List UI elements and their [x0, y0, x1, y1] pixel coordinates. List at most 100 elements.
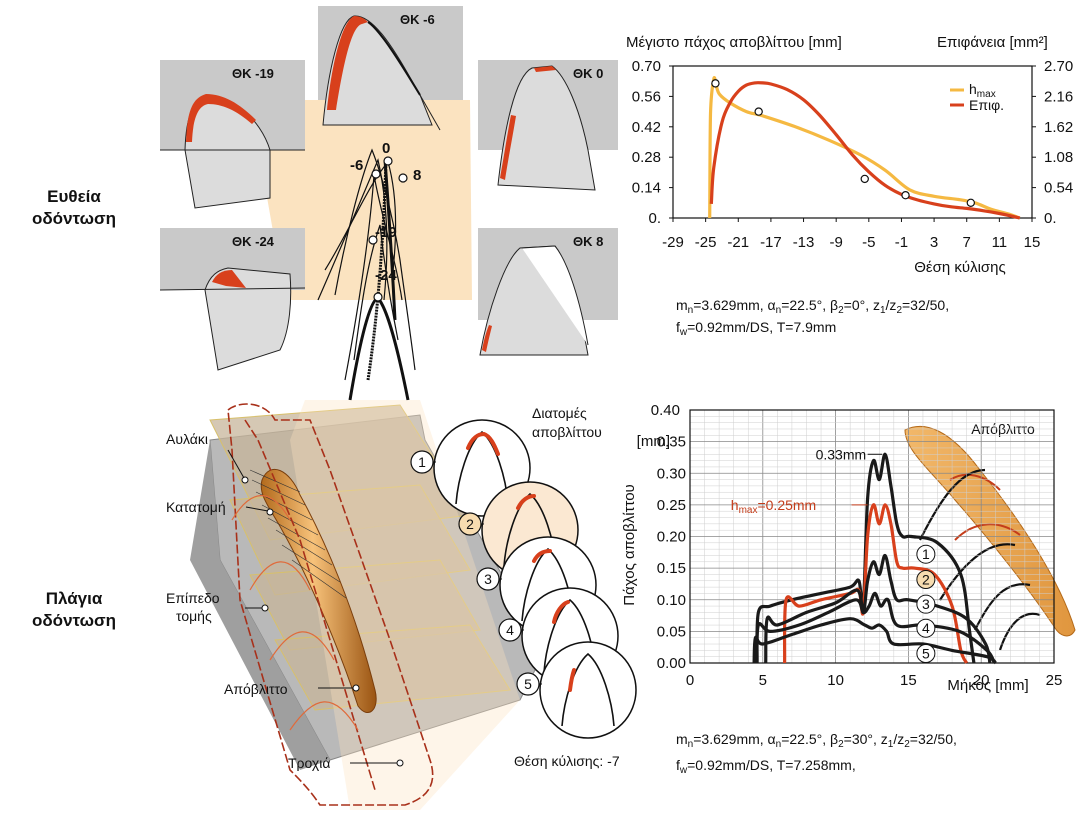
panel-tk-minus19: ΘΚ -19 [160, 60, 305, 209]
center-label-minus19: -19 [375, 224, 397, 241]
helical-3d-schematic: Αυλάκι Κατατομή Επίπεδο τομής Απόβλιττο … [166, 400, 546, 810]
row-label-straight-line2: οδόντωση [31, 209, 117, 228]
top-params-line2: fw=0.92mm/DS, T=7.9mm [676, 319, 836, 338]
chart1-xtick-label: -9 [830, 234, 843, 251]
chart1-ytick-label-right: 1.62 [1044, 119, 1073, 136]
center-label-8: 8 [413, 167, 421, 184]
center-label-0: 0 [382, 140, 390, 157]
inset-chip-sections [919, 468, 1041, 651]
chart2-curve-badge-5 [916, 644, 936, 664]
section-chip-1 [466, 431, 500, 456]
label-trajectory: Τροχιά [288, 755, 330, 771]
panel-tk-0: ΘΚ 0 [478, 60, 618, 191]
chart2-ytick-label: 0.35 [657, 434, 686, 451]
chart1-xtick-label: -21 [727, 234, 749, 251]
chart1-marker [711, 79, 720, 88]
section-badge-4 [498, 618, 522, 642]
row-label-straight: Ευθεία οδόντωση [20, 186, 128, 230]
sections-title-line1: Διατομές [532, 405, 587, 421]
chart2-peak-annotation: 0.33mm [816, 446, 867, 462]
chart1-ytick-label-right: 0.54 [1044, 180, 1073, 197]
chart2-ytick-label: 0.30 [657, 465, 686, 482]
panel-tk-8: ΘΚ 8 [478, 228, 618, 356]
panel-label-tk-0: ΘΚ 0 [573, 66, 603, 81]
chart2-series-5 [752, 617, 997, 665]
chart2-ytick-label: 0.20 [657, 529, 686, 546]
chart2-curve-label-4: 4 [922, 620, 930, 636]
chart1-xtick-label: -29 [662, 234, 684, 251]
chart1-marker [966, 198, 976, 207]
chart1-xtick-label: 3 [930, 234, 938, 251]
section-chip-4 [552, 600, 570, 624]
chart2-curve-badge-4 [916, 618, 936, 638]
chart1-ytick-label-right: 2.70 [1044, 58, 1073, 75]
section-badge-label-4: 4 [506, 622, 514, 638]
chart1-ytick-label-left: 0.28 [632, 149, 661, 166]
panel-label-tk-minus19: ΘΚ -19 [232, 66, 274, 81]
chart2-xtick-label: 5 [759, 672, 767, 689]
chart1-xtick-label: -25 [695, 234, 717, 251]
label-chip: Απόβλιττο [224, 681, 288, 697]
section-badge-label-1: 1 [418, 454, 426, 470]
chart2-xlabel: Μήκος [mm] [947, 677, 1028, 694]
chart1-marker [754, 107, 763, 116]
panel-tk-minus24: ΘΚ -24 [159, 228, 306, 371]
chart1-ytick-label-left: 0.42 [632, 119, 661, 136]
center-labels: 0 -6 8 -19 -24 [350, 140, 421, 284]
row-label-helical-line2: οδόντωση [31, 611, 117, 630]
bottom-params-line2: fw=0.92mm/DS, T=7.258mm, [676, 757, 856, 776]
chart2-hmax-annotation: hmax=0.25mm [731, 497, 816, 516]
label-plane-line1: Επίπεδο [166, 590, 220, 606]
chart2-ytick-label: 0.15 [657, 560, 686, 577]
bottom-params-line1: mn=3.629mm, αn=22.5°, β2=30°, z1/z2=32/5… [676, 731, 957, 750]
chart1-xtick-label: 15 [1024, 234, 1041, 251]
row-label-straight-line1: Ευθεία [47, 187, 101, 206]
panel-label-tk-8: ΘΚ 8 [573, 234, 603, 249]
chart1-xtick-label: -17 [760, 234, 782, 251]
chart2-curve-label-5: 5 [922, 646, 930, 662]
panel-label-tk-minus24: ΘΚ -24 [232, 234, 275, 249]
chart2-series-1 [755, 452, 976, 664]
panel-tk-minus6: ΘΚ -6 [318, 6, 463, 131]
chart2-xtick-label: 20 [973, 672, 990, 689]
chart1-ytick-label-right: 0. [1044, 210, 1057, 227]
chart2-xtick-label: 0 [686, 672, 694, 689]
section-chip-2 [516, 494, 536, 510]
chart2-curve-label-2: 2 [922, 572, 930, 588]
center-label-minus24: -24 [375, 267, 397, 284]
position-text: Θέση κύλισης: -7 [514, 753, 620, 769]
chart1-ytick-label-right: 1.08 [1044, 149, 1073, 166]
chart2-ylabel: Πάχος αποβλίττου [621, 484, 638, 606]
chart2-xtick-label: 15 [900, 672, 917, 689]
top-params-line1: mn=3.629mm, αn=22.5°, β2=0°, z1/z2=32/50… [676, 297, 949, 316]
chart2-xtick-label: 25 [1046, 672, 1063, 689]
section-profile-1 [455, 430, 509, 505]
center-trajectory [317, 148, 416, 401]
chart1-frame [672, 65, 1033, 219]
inset-chip-profile [949, 473, 1021, 541]
panel-label-tk-minus6: ΘΚ -6 [400, 12, 435, 27]
top-gear-schematic: ΘΚ -19 ΘΚ -6 ΘΚ 0 ΘΚ -24 [159, 6, 618, 401]
section-chip-5 [568, 668, 576, 692]
chart1-legend-area: Επιφ. [969, 97, 1004, 113]
section-badge-2 [458, 512, 482, 536]
chart2-curve-label-3: 3 [922, 596, 930, 612]
marker-plane [261, 604, 269, 612]
chart2-series-2 [782, 503, 969, 664]
row-label-helical: Πλάγια οδόντωση [20, 588, 128, 632]
chart1-ylabel-right: Επιφάνεια [mm²] [937, 34, 1048, 51]
chart1-marker [860, 174, 869, 184]
section-badge-label-2: 2 [466, 516, 474, 532]
center-label-minus6: -6 [350, 157, 363, 174]
chart1-ytick-label-right: 2.16 [1044, 88, 1073, 105]
chart1-xtick-label: 11 [992, 234, 1008, 251]
label-profile: Κατατομή [166, 499, 226, 515]
chart2-ytick-label: 0.25 [657, 497, 686, 514]
chart1-xtick-label: 7 [963, 234, 971, 251]
chart2-xtick-label: 10 [827, 672, 844, 689]
center-markers [368, 156, 408, 302]
